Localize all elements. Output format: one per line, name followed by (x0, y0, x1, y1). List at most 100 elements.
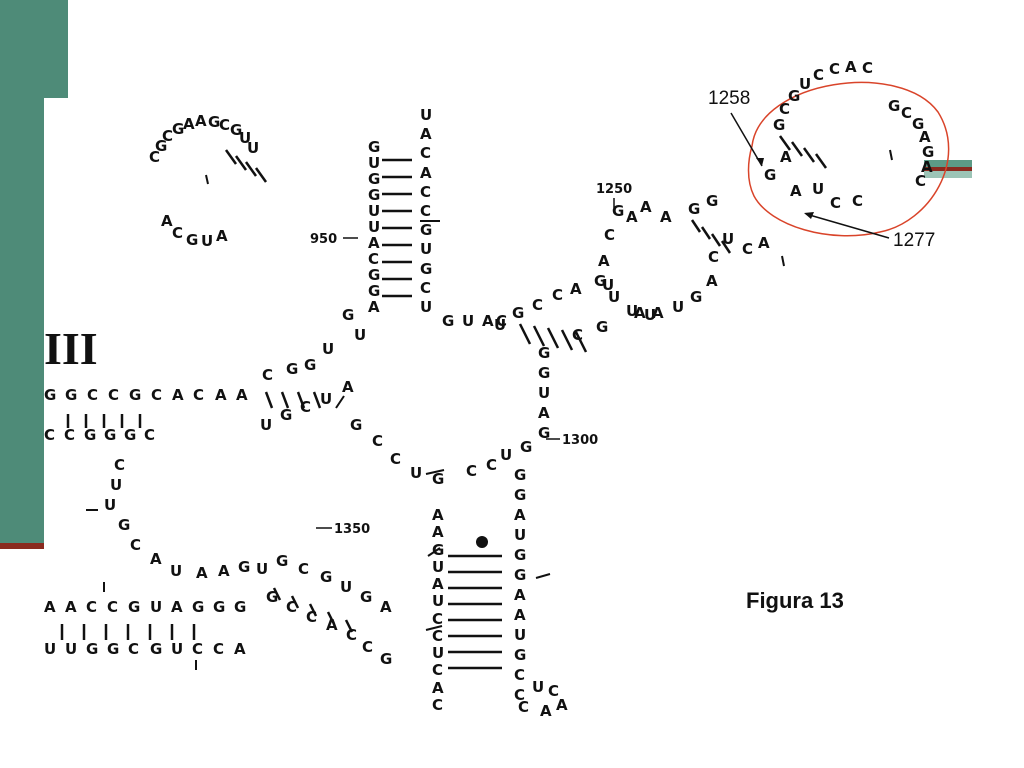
nucleotide: G (520, 438, 532, 456)
nucleotide: C (213, 640, 224, 658)
nucleotide: C (368, 250, 379, 268)
nucleotide: U (368, 154, 380, 172)
nucleotide: C (420, 202, 431, 220)
nucleotide: A (172, 386, 184, 404)
nucleotide: U (104, 496, 116, 514)
nucleotide: A (640, 198, 652, 216)
nucleotide: A (432, 575, 444, 593)
nucleotide: A (161, 212, 173, 230)
nucleotide: C (86, 598, 97, 616)
nucleotide: U (462, 312, 474, 330)
base-pair-bond (802, 147, 816, 163)
nucleotide: C (915, 172, 926, 190)
nucleotide: C (432, 627, 443, 645)
position-label-1250: 1250 (596, 182, 632, 197)
base-pair-bond (532, 325, 546, 347)
nucleotide: C (496, 312, 507, 330)
nucleotide: G (234, 598, 246, 616)
position-label-1350: 1350 (334, 522, 370, 537)
base-pair-bond (234, 155, 248, 171)
nucleotide: G (65, 386, 77, 404)
nucleotide: G (86, 640, 98, 658)
nucleotide: A (432, 506, 444, 524)
nucleotide: G (888, 97, 900, 115)
nucleotide: C (420, 279, 431, 297)
nucleotide: G (538, 424, 550, 442)
nucleotide: C (306, 608, 317, 626)
nucleotide: A (514, 606, 526, 624)
accent-bar-middle (924, 167, 972, 171)
nucleotide: A (342, 378, 354, 396)
nucleotide: U (420, 106, 432, 124)
nucleotide: A (65, 598, 77, 616)
nucleotide: C (552, 286, 563, 304)
nucleotide: C (64, 426, 75, 444)
nucleotide: G (350, 416, 362, 434)
nucleotide: U (44, 640, 56, 658)
nucleotide: C (262, 366, 273, 384)
nucleotide: C (604, 226, 615, 244)
nucleotide: A (780, 148, 792, 166)
nucleotide: C (572, 326, 583, 344)
nucleotide: G (514, 486, 526, 504)
nucleotide: A (660, 208, 672, 226)
nucleotide: C (852, 192, 863, 210)
nucleotide: G (360, 588, 372, 606)
nucleotide: U (432, 592, 444, 610)
base-pair-bond (518, 323, 532, 345)
nucleotide: G (124, 426, 136, 444)
nucleotide: G (514, 646, 526, 664)
nucleotide: C (862, 59, 873, 77)
nucleotide: A (626, 208, 638, 226)
nucleotide: C (346, 626, 357, 644)
base-pair-bond (254, 167, 268, 183)
nucleotide: G (912, 115, 924, 133)
nucleotide: G (107, 640, 119, 658)
nucleotide: G (538, 364, 550, 382)
base-pair-bond (326, 611, 336, 625)
figure-caption: Figura 13 (746, 588, 844, 613)
nucleotide: U (110, 476, 122, 494)
nucleotide: G (104, 426, 116, 444)
nucleotide: A (215, 386, 227, 404)
nucleotide: C (486, 456, 497, 474)
nucleotide: U (320, 390, 332, 408)
nucleotide: A (432, 523, 444, 541)
nucleotide: U (532, 678, 544, 696)
nucleotide: C (514, 666, 525, 684)
nucleotide: G (594, 272, 606, 290)
nucleotide: C (830, 194, 841, 212)
base-pair-bond (308, 603, 318, 617)
nucleotide: G (514, 466, 526, 484)
nucleotide: G (304, 356, 316, 374)
nucleotide: A (845, 58, 857, 76)
nucleotide: G (788, 87, 800, 105)
nucleotide: G (230, 121, 242, 139)
nucleotide: C (432, 661, 443, 679)
nucleotide: G (213, 598, 225, 616)
base-pair-bond (272, 587, 282, 601)
nucleotide: A (368, 298, 380, 316)
nucleotide: G (266, 588, 278, 606)
nucleotide: U (256, 560, 268, 578)
highlight-circle (747, 81, 950, 237)
nucleotide: C (432, 696, 443, 714)
nucleotide: G (420, 260, 432, 278)
nucleotide: U (812, 180, 824, 198)
base-pair-bond (560, 329, 574, 351)
nucleotide: C (514, 686, 525, 704)
nucleotide: A (380, 598, 392, 616)
nucleotide: G (432, 470, 444, 488)
nucleotide: U (514, 526, 526, 544)
diagram-panel (44, 98, 784, 760)
base-pair-bond (690, 219, 702, 233)
nucleotide: C (708, 248, 719, 266)
callout-line-1277 (805, 213, 890, 239)
nucleotide: C (518, 698, 529, 716)
nucleotide: A (921, 158, 933, 176)
callout-1277: 1277 (893, 230, 935, 251)
nucleotide: C (300, 398, 311, 416)
nucleotide: G (118, 516, 130, 534)
